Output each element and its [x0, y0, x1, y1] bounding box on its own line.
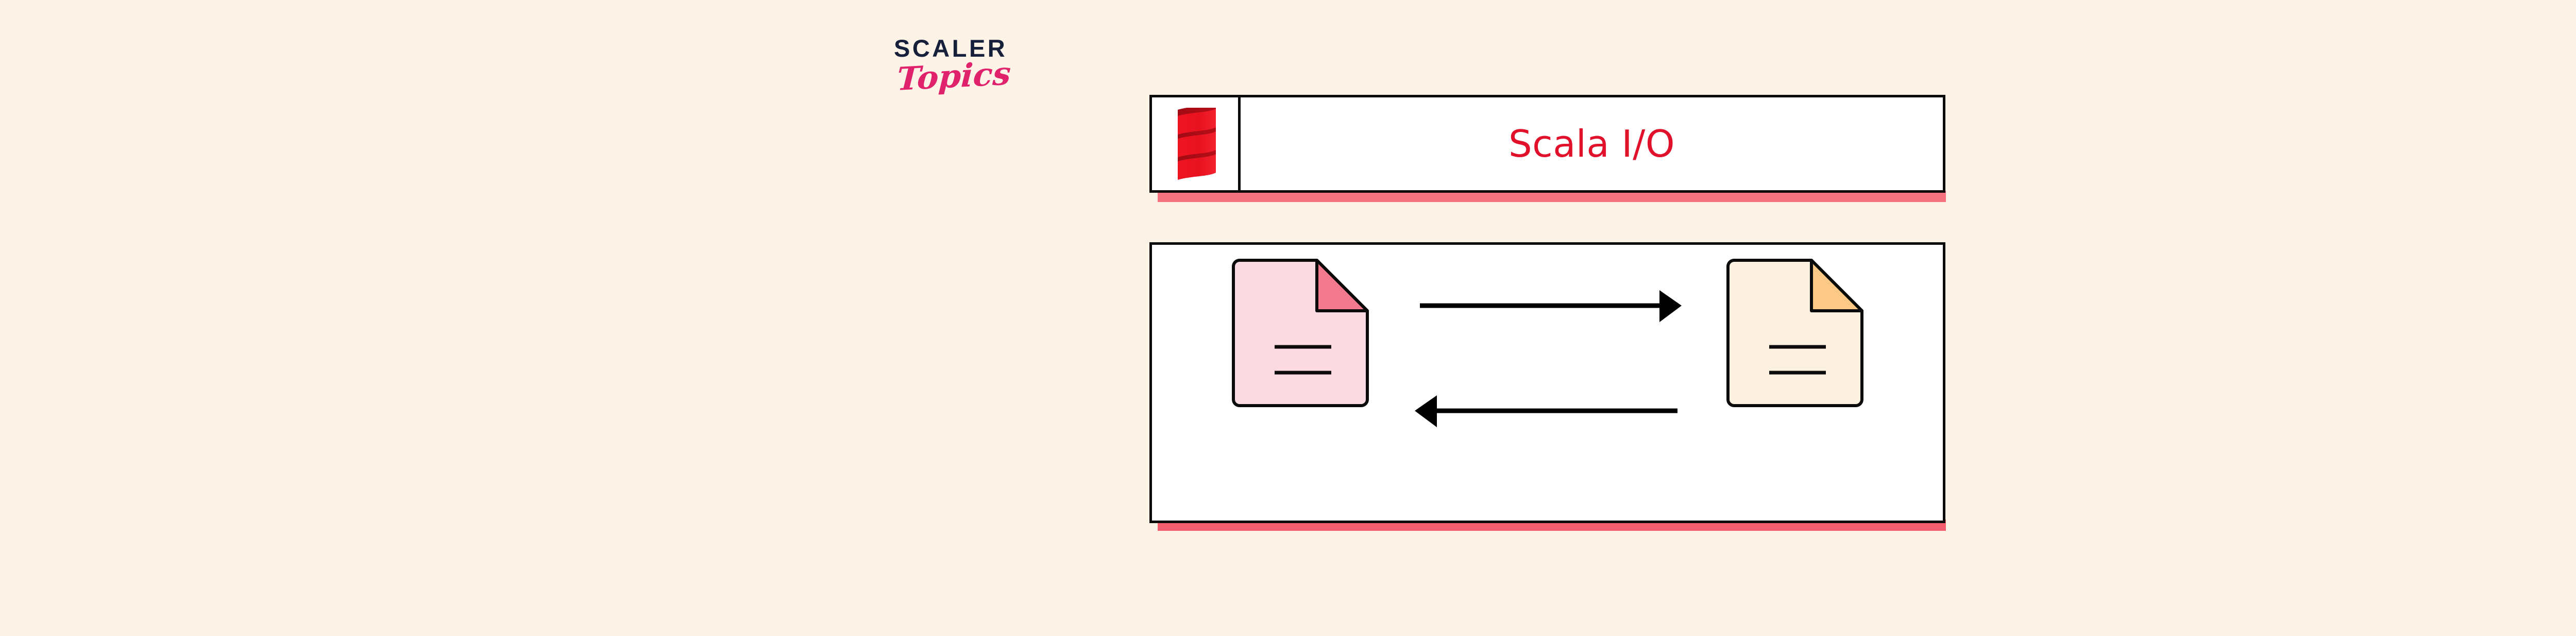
header-card: Scala I/O [1149, 95, 1945, 193]
scaler-topics-logo: SCALER Topics [894, 36, 1028, 119]
scala-spiral-logo-icon [1168, 108, 1222, 180]
header-title-cell: Scala I/O [1241, 97, 1943, 190]
header-card-shadow [1158, 191, 1946, 202]
io-flow-diagram [1232, 259, 1863, 427]
header-logo-cell [1152, 97, 1241, 190]
brand-script-topics: Topics [896, 54, 1012, 98]
arrow-left-icon [1415, 395, 1677, 427]
page-title: Scala I/O [1508, 122, 1675, 165]
source-document-icon [1232, 259, 1369, 407]
arrow-right-icon [1420, 290, 1682, 322]
target-document-icon [1726, 259, 1863, 407]
main-diagram-card [1149, 242, 1945, 523]
brand-wordmark: SCALER [894, 35, 1008, 62]
